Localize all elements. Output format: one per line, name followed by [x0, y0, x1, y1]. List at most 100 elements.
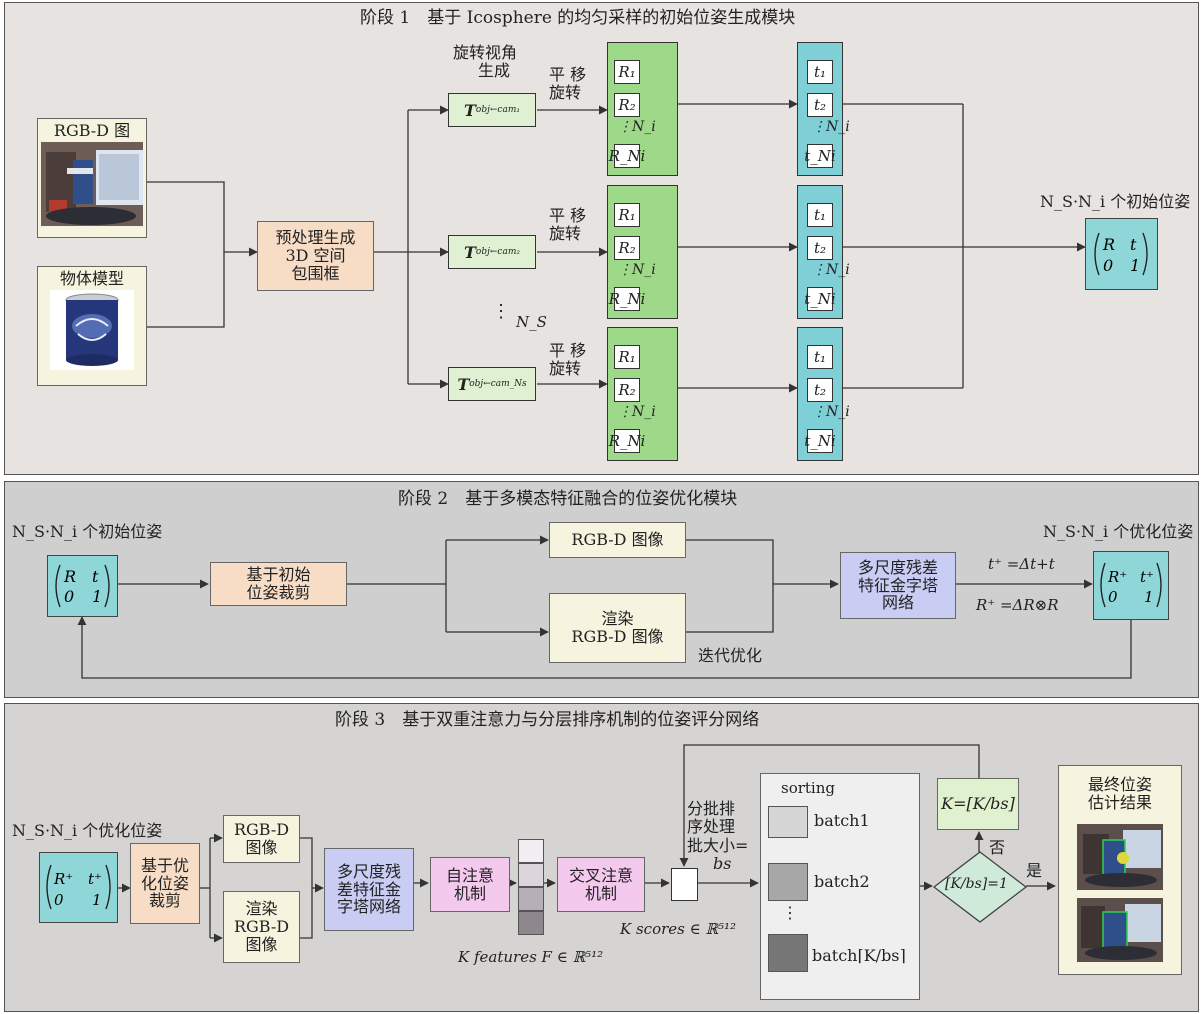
- translation-ni-ellipsis: ⋮N_i: [812, 119, 850, 135]
- final-line-2: 估计结果: [1087, 792, 1152, 812]
- initial-pose-matrix: R t 0 1: [1085, 218, 1158, 290]
- rotation-ni-ellipsis: ⋮N_i: [618, 404, 656, 420]
- sorting-box: sorting batch1 batch2 ⋮ batch⌈K/bs⌉: [760, 773, 920, 1000]
- stage2-title: 阶段 2 基于多模态特征融合的位姿优化模块: [398, 489, 738, 509]
- preprocess-line-3: 包围框: [291, 263, 340, 283]
- batch1-label: batch1: [814, 811, 870, 830]
- features-label: K features F ∈ ℝ⁵¹²: [458, 948, 604, 966]
- stage2-crop-line-1: 基于初始: [246, 565, 311, 585]
- rgbd-image-label: RGB-D 图: [53, 121, 131, 140]
- edge-iterate-loop: [77, 616, 1132, 679]
- stage3-pyramid-box: 多尺度残 差特征金 字塔网络: [324, 848, 414, 931]
- stage3-input-matrix: R⁺ t⁺ 0 1: [39, 852, 118, 923]
- stage2-rgbd-box: RGB-D 图像: [549, 522, 686, 558]
- stage3-pyramid-line-1: 多尺度残: [336, 861, 401, 881]
- object-model-box: 物体模型: [37, 266, 147, 386]
- rotation-cell-r2: R₂: [614, 93, 640, 117]
- batch-size-bs: bs: [713, 854, 732, 874]
- svg-text:1: 1: [92, 891, 102, 909]
- stage3-render-box: 渲染 RGB-D 图像: [223, 891, 300, 963]
- rotation-cell-rn: R_Ni: [609, 287, 645, 311]
- edge-rgbd-to-preprocess: [147, 181, 225, 252]
- rotation-ni-ellipsis: ⋮N_i: [618, 262, 656, 278]
- svg-text:1: 1: [1144, 588, 1154, 606]
- translation-cell-t1: t₁: [807, 203, 833, 227]
- svg-text:t: t: [92, 567, 99, 586]
- rotation-column-3: R₁ R₂ ⋮N_i R_Ni: [607, 327, 678, 461]
- stage3-title: 阶段 3 基于双重注意力与分层排序机制的位姿评分网络: [335, 710, 760, 730]
- feature-cell: [518, 887, 544, 911]
- sorting-label: sorting: [781, 779, 835, 797]
- stage1-title: 阶段 1 基于 Icosphere 的均匀采样的初始位姿生成模块: [360, 8, 796, 28]
- edge-render-merge: [686, 579, 839, 633]
- stage2-output-matrix: R⁺ t⁺ 0 1: [1093, 551, 1169, 620]
- stage3-rgbd-box: RGB-D 图像: [223, 815, 300, 863]
- self-attention-line-1: 自注意: [445, 865, 494, 885]
- batch2-swatch: [768, 863, 808, 901]
- decision-diamond: [932, 851, 1028, 923]
- final-result-photo-2: [1077, 897, 1163, 962]
- can-model-icon: [50, 289, 134, 370]
- translate-label-2: 平 移: [549, 206, 587, 225]
- stage3-rgbd-line-2: 图像: [245, 838, 278, 857]
- batch-sort-text: 分批排 序处理 批大小= bs: [687, 799, 748, 874]
- transform-1-subscript: obj←cam₁: [475, 105, 520, 115]
- preprocess-line-2: 3D 空间: [285, 246, 346, 266]
- translation-ni-label: N_i: [826, 404, 850, 420]
- rotation-ni-label: N_i: [632, 262, 656, 278]
- rotation-column-2: R₁ R₂ ⋮N_i R_Ni: [607, 185, 678, 319]
- batch-last-label: batch⌈K/bs⌉: [812, 946, 906, 965]
- k-update-box: K=[K/bs]: [937, 778, 1019, 830]
- svg-text:R⁺: R⁺: [53, 870, 73, 888]
- stage3-crop-line-2: 化位姿: [140, 873, 189, 893]
- stage2-pyramid-line-3: 网络: [881, 593, 914, 613]
- rotate-label-2: 旋转: [549, 224, 582, 244]
- rotation-cell-rn: R_Ni: [609, 144, 645, 168]
- rotation-update-eq: R⁺ =ΔR⊗R: [976, 596, 1059, 614]
- translation-cell-tn: t_Ni: [804, 144, 836, 168]
- rgbd-image-box: RGB-D 图: [37, 118, 147, 238]
- translation-cell-t2: t₂: [807, 93, 833, 117]
- pose-matrix-glyph: R t 0 1: [1094, 232, 1148, 276]
- stage3-input-matrix-glyph: R⁺ t⁺ 0 1: [46, 864, 111, 910]
- svg-text:R: R: [1102, 235, 1115, 254]
- preprocess-box: 预处理生成 3D 空间 包围框: [257, 221, 374, 291]
- decision-label: [K/bs]=1: [945, 876, 1008, 892]
- svg-text:R⁺: R⁺: [1107, 568, 1127, 586]
- svg-text:0: 0: [1103, 256, 1113, 275]
- translation-cell-t1: t₁: [807, 345, 833, 369]
- translation-cell-tn: t_Ni: [804, 429, 836, 453]
- translation-column-2: t₁ t₂ ⋮N_i t_Ni: [797, 185, 850, 319]
- translate-rotate-label-1: 平 移 旋转: [549, 65, 587, 103]
- rotation-ni-label: N_i: [632, 404, 656, 420]
- rotation-cell-r1: R₁: [614, 345, 640, 369]
- stage3-rgbd-line-1: RGB-D: [233, 820, 290, 840]
- stage2-crop-box: 基于初始 位姿裁剪: [210, 562, 347, 606]
- svg-text:0: 0: [54, 891, 64, 909]
- no-label: 否: [989, 838, 1006, 857]
- transform-3-letter: T: [457, 374, 470, 394]
- batch-last-swatch: [768, 934, 808, 972]
- edge-loop-back: [679, 744, 980, 867]
- translation-cell-t1: t₁: [807, 60, 833, 84]
- cross-attention-line-1: 交叉注意: [568, 865, 633, 885]
- translate-label-1: 平 移: [549, 65, 587, 84]
- rotate-label-3: 旋转: [549, 359, 582, 379]
- rotation-cell-r1: R₁: [614, 203, 640, 227]
- translation-cell-t2: t₂: [807, 378, 833, 402]
- object-model-label: 物体模型: [59, 269, 124, 288]
- stage3-pyramid-line-2: 差特征金: [336, 879, 401, 899]
- transform-2-subscript: obj←cam₂: [475, 247, 520, 257]
- stage2-render-line-1: 渲染: [601, 609, 634, 629]
- rotation-cell-r2: R₂: [614, 378, 640, 402]
- batch-sort-line-1: 分批排: [687, 799, 736, 818]
- iterate-label: 迭代优化: [698, 646, 763, 665]
- svg-text:R: R: [63, 567, 76, 586]
- stage2-input-matrix: R t 0 1: [47, 555, 118, 617]
- batch-ellipsis: ⋮: [782, 903, 798, 922]
